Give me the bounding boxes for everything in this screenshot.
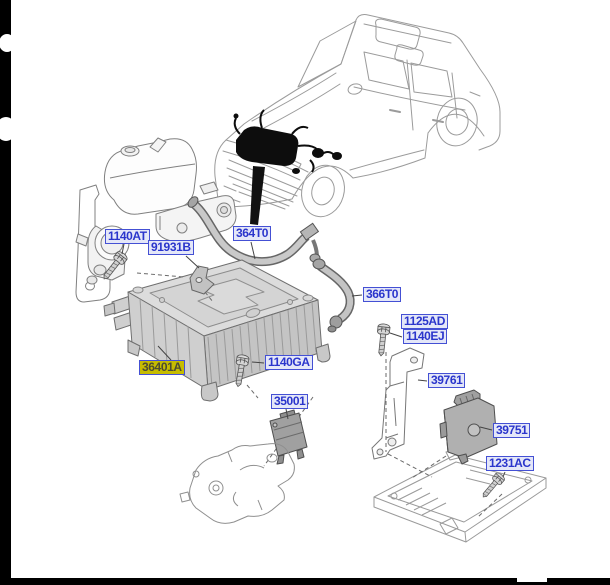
part-label-1140ej[interactable]: 1140EJ <box>403 329 448 344</box>
hose-366t0 <box>312 258 355 333</box>
harness-leader-line <box>250 166 265 225</box>
reservoir-pump-assembly <box>75 137 237 303</box>
leader-lines <box>121 241 506 478</box>
part-label-1140ga[interactable]: 1140GA <box>265 355 313 370</box>
mount-bracket-sketch <box>179 443 295 524</box>
bolt-1140ej <box>374 322 391 357</box>
inverter-unit <box>103 259 331 402</box>
dashed-guides <box>136 272 503 518</box>
part-label-364t0[interactable]: 364T0 <box>233 226 272 241</box>
clip-91931b <box>189 265 215 295</box>
part-label-1231ac[interactable]: 1231AC <box>486 456 534 471</box>
battery-tray <box>373 447 547 543</box>
part-label-36401a[interactable]: 36401A <box>139 360 185 375</box>
part-label-91931b[interactable]: 91931B <box>148 240 194 255</box>
wiring-harness-blob <box>233 109 342 174</box>
part-label-1140at[interactable]: 1140AT <box>105 229 150 244</box>
part-label-366t0[interactable]: 366T0 <box>363 287 402 302</box>
part-label-39761[interactable]: 39761 <box>428 373 466 388</box>
module-39751 <box>439 389 498 465</box>
page-edge-left <box>0 0 16 585</box>
hose-364t0 <box>187 196 321 267</box>
part-label-35001[interactable]: 35001 <box>271 394 309 409</box>
bracket-39761 <box>371 347 425 460</box>
part-label-1125ad[interactable]: 1125AD <box>401 314 448 329</box>
page-edge-bottom <box>0 578 610 585</box>
relay-35001 <box>269 409 308 465</box>
part-label-39751[interactable]: 39751 <box>493 423 531 438</box>
